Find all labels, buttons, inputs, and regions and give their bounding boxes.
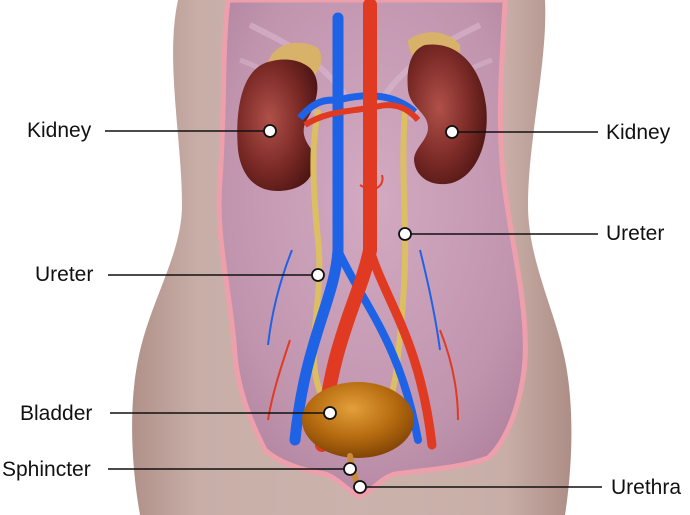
kidney-left [237, 59, 318, 192]
kidney-right [407, 44, 487, 185]
label-urethra: Urethra [611, 476, 682, 499]
marker-sphincter [343, 462, 357, 476]
renal-vein-right [337, 92, 418, 115]
label-kidney-right: Kidney [606, 121, 671, 144]
label-ureter-left: Ureter [35, 263, 94, 286]
marker-kidney-right [445, 125, 459, 139]
marker-ureter-left [311, 268, 325, 282]
small-vein [267, 249, 293, 346]
label-sphincter: Sphincter [2, 458, 91, 481]
label-bladder: Bladder [20, 402, 93, 425]
renal-artery-left [303, 105, 369, 128]
small-artery [359, 174, 384, 191]
marker-kidney-left [263, 124, 277, 138]
small-artery [343, 278, 370, 330]
vena-cava [289, 12, 344, 446]
label-kidney-left: Kidney [27, 119, 92, 142]
iliac-artery-right [365, 245, 437, 450]
marker-urethra [353, 480, 367, 494]
small-artery [439, 329, 459, 421]
label-ureter-right: Ureter [606, 222, 665, 245]
renal-artery-right [371, 102, 421, 123]
renal-vein-left [297, 96, 339, 121]
ureter-right-tube [382, 107, 409, 413]
marker-ureter-right [398, 227, 412, 241]
small-vein [419, 249, 441, 351]
bladder-organ [302, 382, 414, 458]
iliac-vein-right [334, 246, 422, 444]
marker-bladder [323, 406, 337, 420]
